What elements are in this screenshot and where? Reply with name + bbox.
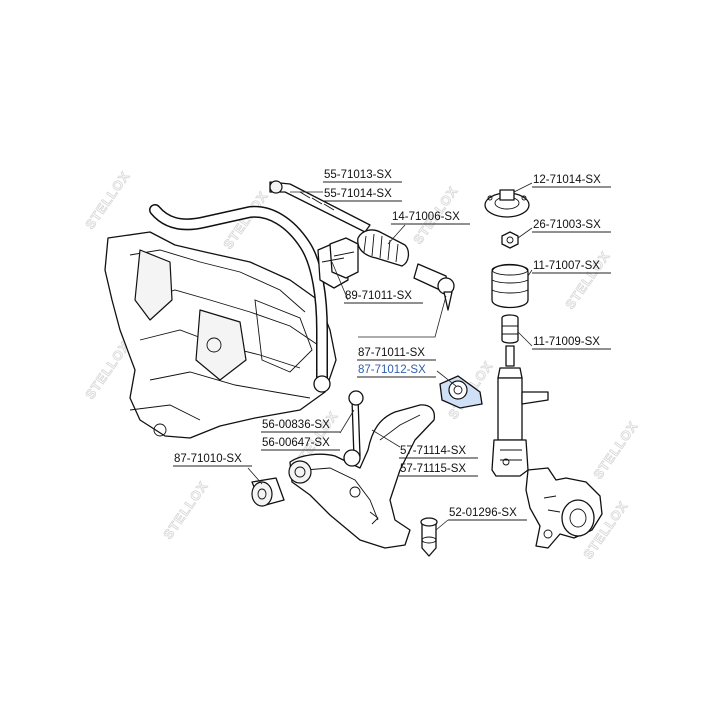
strut-top-mount — [484, 189, 530, 218]
part-label: 56-00836-SX — [262, 419, 330, 431]
arm-bushing-rear-highlighted — [439, 375, 483, 409]
stabilizer-link — [343, 390, 364, 467]
part-labels: 55-71013-SX 55-71014-SX 14-71006-SX 89-7… — [173, 169, 611, 521]
ball-joint — [420, 517, 438, 557]
part-label: 57-71114-SX — [400, 445, 466, 457]
leader-lines — [247, 182, 533, 531]
stabilizer-bar — [149, 204, 331, 393]
lower-control-arm — [288, 404, 436, 549]
bump-stop — [501, 314, 519, 344]
arm-bushing-front — [251, 477, 285, 507]
part-label: 87-71010-SX — [174, 453, 242, 465]
strut-nut — [501, 231, 519, 249]
strut-dust-boot — [491, 263, 529, 309]
part-label: 11-71007-SX — [533, 260, 600, 272]
part-label: 87-71011-SX — [358, 347, 425, 359]
part-label: 52-01296-SX — [449, 507, 517, 519]
watermark: STELLOX — [562, 248, 613, 311]
part-label: 26-71003-SX — [533, 219, 601, 231]
tie-rod-end — [413, 263, 455, 311]
steering-knuckle — [525, 467, 603, 549]
part-label: 14-71006-SX — [392, 211, 460, 223]
part-label: 11-71009-SX — [533, 336, 600, 348]
steering-boot — [357, 229, 410, 267]
subframe-illustration — [104, 231, 337, 439]
watermark: STELLOX — [82, 168, 133, 231]
stabilizer-bushing — [317, 237, 359, 289]
watermark: STELLOX — [590, 418, 641, 481]
part-label: 55-71013-SX — [324, 169, 392, 181]
part-label: 57-71115-SX — [400, 463, 466, 475]
part-label: 89-71011-SX — [345, 290, 412, 302]
shock-absorber — [491, 345, 549, 477]
watermark: STELLOX — [82, 338, 133, 401]
watermark: STELLOX — [160, 478, 211, 541]
part-label: 56-00647-SX — [262, 437, 330, 449]
part-label: 12-71014-SX — [533, 174, 601, 186]
part-label-highlighted: 87-71012-SX — [358, 364, 426, 376]
part-label: 55-71014-SX — [324, 188, 392, 200]
